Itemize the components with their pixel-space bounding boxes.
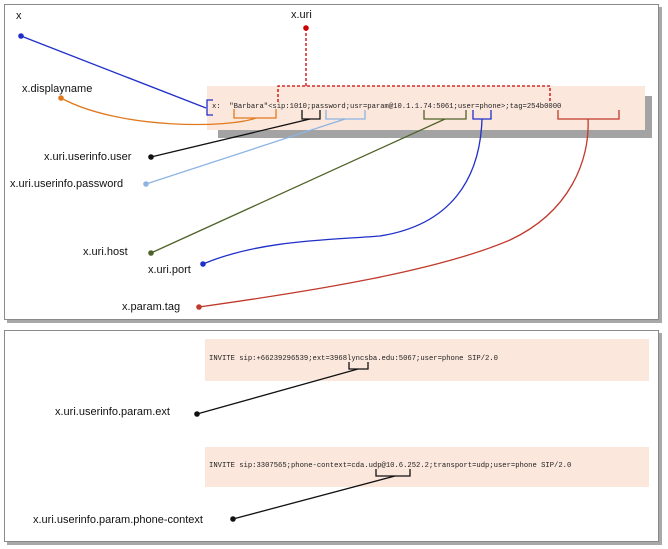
connector-host	[150, 110, 467, 254]
dot-param-tag	[196, 304, 202, 310]
connector-x	[20, 35, 213, 116]
connector-port	[202, 110, 492, 265]
diagram-panel-top	[4, 4, 659, 320]
connector-user	[150, 110, 321, 158]
connector-phone-context	[232, 469, 411, 520]
dot-uri	[303, 25, 309, 31]
dot-param-phone-context	[230, 516, 236, 522]
invite-line-1: INVITE sip:+66239296539;ext=3968lyncsba.…	[209, 355, 498, 363]
dot-x	[18, 33, 24, 39]
dot-displayname	[58, 95, 64, 101]
label-param-tag: x.param.tag	[122, 301, 181, 313]
label-userinfo-password: x.uri.userinfo.password	[10, 178, 124, 190]
label-port: x.uri.port	[148, 264, 191, 276]
connector-displayname	[60, 97, 277, 126]
label-displayname: x.displayname	[22, 83, 93, 95]
label-param-phone-context: x.uri.userinfo.param.phone-context	[33, 514, 203, 526]
label-host: x.uri.host	[83, 246, 128, 258]
label-userinfo-user: x.uri.userinfo.user	[44, 151, 132, 163]
dot-userinfo-password	[143, 181, 149, 187]
connector-uri	[277, 28, 551, 102]
connector-ext	[196, 362, 369, 415]
dot-port	[200, 261, 206, 267]
connector-password	[145, 110, 366, 185]
invite-line-2-box	[205, 447, 649, 487]
label-param-ext: x.uri.userinfo.param.ext	[55, 406, 170, 418]
invite-line-1-box	[205, 339, 649, 381]
invite-line-2: INVITE sip:3307565;phone-context=cda.udp…	[209, 462, 572, 470]
sip-header-line: x: "Barbara"<sip:1010;password;usr=param…	[212, 103, 562, 111]
dot-param-ext	[194, 411, 200, 417]
dot-userinfo-user	[148, 154, 154, 160]
label-uri: x.uri	[291, 9, 312, 21]
sip-header-box	[207, 86, 645, 130]
label-x: x	[16, 10, 22, 22]
dot-host	[148, 250, 154, 256]
connector-tag	[198, 110, 620, 308]
